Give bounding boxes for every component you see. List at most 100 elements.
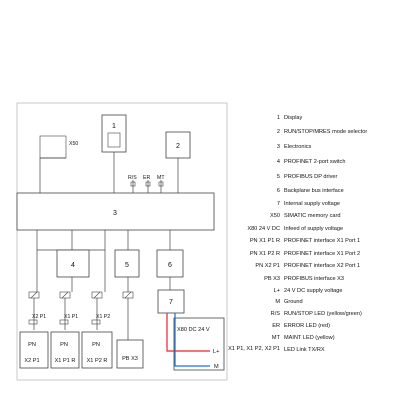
- power-connector-box: [173, 317, 225, 371]
- legend-key: 1: [276, 115, 280, 121]
- power-plus-label: L+: [213, 349, 219, 355]
- legend-desc: Infeed of supply voltage: [284, 226, 344, 232]
- display-screen: [107, 132, 121, 148]
- legend-row: 4 PROFINET 2-port switch: [232, 157, 400, 168]
- port-box-pb-x3-id: PB X3: [122, 356, 138, 362]
- led-symbols: [28, 181, 164, 325]
- legend-key: L+: [273, 288, 280, 294]
- legend-desc: RUN/STOP/MRES mode selector: [284, 129, 368, 135]
- legend-key: 7: [276, 201, 280, 207]
- legend-desc: 24 V DC supply voltage: [284, 288, 343, 294]
- legend-row: 3 Electronics: [232, 142, 400, 153]
- port-box-x1p2-type: PN: [92, 342, 100, 348]
- port-box-x1p1-type: PN: [60, 342, 68, 348]
- block-mode-selector-number: 2: [176, 143, 180, 150]
- legend-row: X1 P1, X1 P2, X2 P1 LED Link TX/RX: [228, 345, 400, 359]
- legend-key: PN X1 P2 R: [249, 251, 280, 257]
- legend-key: MT: [271, 335, 280, 341]
- block-diagram: 1 2 3 4 5 6 7 X50 R/S ER MT X2 P1 X1 P1 …: [16, 102, 228, 381]
- legend-key: 5: [276, 174, 280, 180]
- port-box-x1p1-id: X1 P1 R: [55, 358, 76, 364]
- port-box-pb-x3: [116, 339, 144, 369]
- legend-desc: RUN/STOP LED (yellow/green): [284, 311, 362, 317]
- port-led-x1p1-label: X1 P1: [64, 314, 78, 320]
- memory-card-label: X50: [69, 141, 78, 147]
- legend-key: X50: [270, 213, 280, 219]
- block-profinet-switch: [56, 249, 90, 278]
- legend-desc: ERROR LED (red): [284, 323, 331, 329]
- memory-card-slot: [39, 135, 67, 159]
- legend-desc: PROFINET 2-port switch: [284, 159, 346, 165]
- legend-key: ER: [272, 323, 280, 329]
- legend-key: R/S: [270, 311, 280, 317]
- legend-key: PN X1 P1 R: [249, 238, 280, 244]
- led-run-stop-label: R/S: [128, 175, 137, 181]
- port-box-x2p1-type: PN: [28, 342, 36, 348]
- legend-desc: Internal supply voltage: [284, 201, 340, 207]
- legend-desc: PROFIBUS interface X3: [284, 276, 344, 282]
- legend-desc: Display: [284, 115, 303, 121]
- legend-key: X80 24 V DC: [247, 226, 280, 232]
- legend-desc: SIMATIC memory card: [284, 213, 341, 219]
- port-box-x1p2-id: X1 P2 R: [87, 358, 108, 364]
- legend-desc: Electronics: [284, 144, 312, 150]
- legend-row: L+ 24 V DC supply voltage: [232, 286, 400, 297]
- block-profibus-driver: [114, 249, 140, 278]
- legend-key: M: [275, 299, 280, 305]
- legend-row: 2 RUN/STOP/MRES mode selector: [232, 127, 400, 138]
- block-profinet-switch-number: 4: [71, 262, 75, 269]
- legend-key: 6: [276, 188, 280, 194]
- legend-key: 4: [276, 159, 280, 165]
- port-box-x1p2: [81, 331, 113, 369]
- legend-key: X1 P1, X1 P2, X2 P1: [228, 346, 280, 352]
- legend-desc: MAINT LED (yellow): [284, 335, 335, 341]
- legend-row: 1 Display: [232, 113, 400, 124]
- port-led-x2p1-label: X2 P1: [32, 314, 46, 320]
- block-electronics-number: 3: [113, 210, 117, 217]
- legend-desc: Ground: [284, 299, 303, 305]
- plus-wire: [166, 313, 210, 352]
- block-internal-supply-number: 7: [169, 299, 173, 306]
- legend-row: 6 Backplane bus interface: [232, 186, 400, 197]
- led-maint-label: MT: [157, 175, 165, 181]
- power-minus-label: M: [214, 364, 219, 370]
- minus-wire: [174, 313, 210, 367]
- legend-desc: PROFINET interface X2 Port 1: [284, 263, 361, 269]
- legend-row: R/S RUN/STOP LED (yellow/green): [232, 309, 400, 320]
- port-led-x1p2-label: X1 P2: [96, 314, 110, 320]
- legend-key: PN X2 P1: [255, 263, 280, 269]
- legend-row: ER ERROR LED (red): [232, 321, 400, 332]
- block-backplane: [156, 249, 184, 278]
- port-box-x2p1-id: X2 P1: [24, 358, 39, 364]
- block-internal-supply: [157, 289, 185, 314]
- module-frame: [16, 102, 228, 381]
- block-display-number: 1: [112, 123, 116, 130]
- legend-key: 3: [276, 144, 280, 150]
- legend-row: 7 Internal supply voltage: [232, 199, 400, 210]
- legend-row: PB X3 PROFIBUS interface X3: [232, 274, 400, 285]
- port-box-x1p1: [50, 331, 80, 369]
- legend-row: M Ground: [232, 297, 400, 308]
- legend-desc: PROFINET interface X1 Port 2: [284, 251, 361, 257]
- block-mode-selector: [165, 131, 191, 159]
- block-electronics: [16, 192, 215, 231]
- legend-key: PB X3: [264, 276, 280, 282]
- legend-row: PN X1 P2 R PROFINET interface X1 Port 2: [232, 249, 400, 260]
- block-profibus-driver-number: 5: [125, 262, 129, 269]
- legend-row: X50 SIMATIC memory card: [232, 211, 400, 222]
- port-box-x2p1: [19, 331, 49, 369]
- legend-desc: Backplane bus interface: [284, 188, 344, 194]
- block-display: [101, 114, 127, 153]
- legend-key: 2: [276, 129, 280, 135]
- legend-row: PN X2 P1 PROFINET interface X2 Port 1: [232, 261, 400, 272]
- legend-row: MT MAINT LED (yellow): [232, 333, 400, 344]
- block-backplane-number: 6: [168, 262, 172, 269]
- legend-desc: LED Link TX/RX: [284, 347, 325, 353]
- legend-row: X80 24 V DC Infeed of supply voltage: [232, 224, 400, 235]
- legend-row: 5 PROFIBUS DP driver: [232, 172, 400, 183]
- legend-row: PN X1 P1 R PROFINET interface X1 Port 1: [232, 236, 400, 247]
- legend-desc: PROFINET interface X1 Port 1: [284, 238, 361, 244]
- led-error-label: ER: [143, 175, 150, 181]
- legend-desc: PROFIBUS DP driver: [284, 174, 338, 180]
- power-wires: [166, 313, 210, 367]
